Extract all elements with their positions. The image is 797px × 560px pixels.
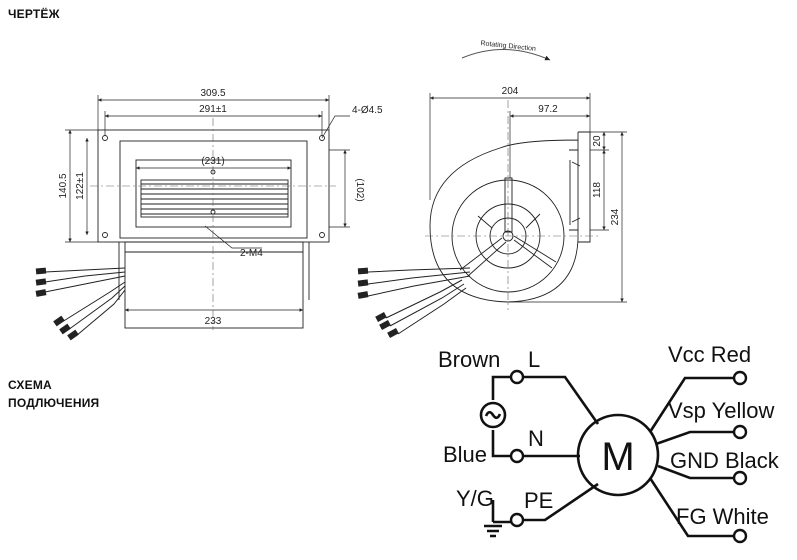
dim-hole-spacing: 291±1 (199, 104, 227, 115)
dim-depth: 204 (502, 86, 519, 97)
dim-hole-height: 122±1 (75, 172, 86, 200)
label-l: L (528, 347, 540, 372)
dim-height: 140.5 (58, 173, 69, 198)
drawing-heading: ЧЕРТЁЖ (8, 7, 60, 21)
motor-symbol-letter: M (601, 435, 634, 479)
dim-motor-width: 233 (205, 316, 222, 327)
dim-total-width: 309.5 (200, 88, 225, 99)
label-gnd-black: GND Black (670, 448, 780, 473)
label-blue: Blue (443, 442, 487, 467)
dim-side-height: 234 (610, 208, 621, 225)
label-yg: Y/G (456, 486, 494, 511)
label-brown: Brown (438, 347, 500, 372)
dim-screws: 2-M4 (240, 248, 263, 259)
wiring-heading-line1: СХЕМА (8, 378, 52, 392)
wiring-heading-line2: ПОДЛЮЧЕНИЯ (8, 396, 100, 410)
dim-holes: 4-Ø4.5 (352, 105, 383, 116)
label-vsp-yellow: Vsp Yellow (668, 398, 775, 423)
label-pe: PE (524, 488, 553, 513)
label-fg-white: FG White (676, 504, 769, 529)
dim-outlet: 118 (592, 182, 603, 198)
dim-outlet-width: (231) (201, 156, 224, 167)
dim-offset: 97.2 (538, 104, 558, 115)
dim-outlet-height: (102) (354, 178, 365, 201)
label-vcc-red: Vcc Red (668, 342, 751, 367)
dim-top: 20 (592, 135, 603, 147)
label-n: N (528, 426, 544, 451)
